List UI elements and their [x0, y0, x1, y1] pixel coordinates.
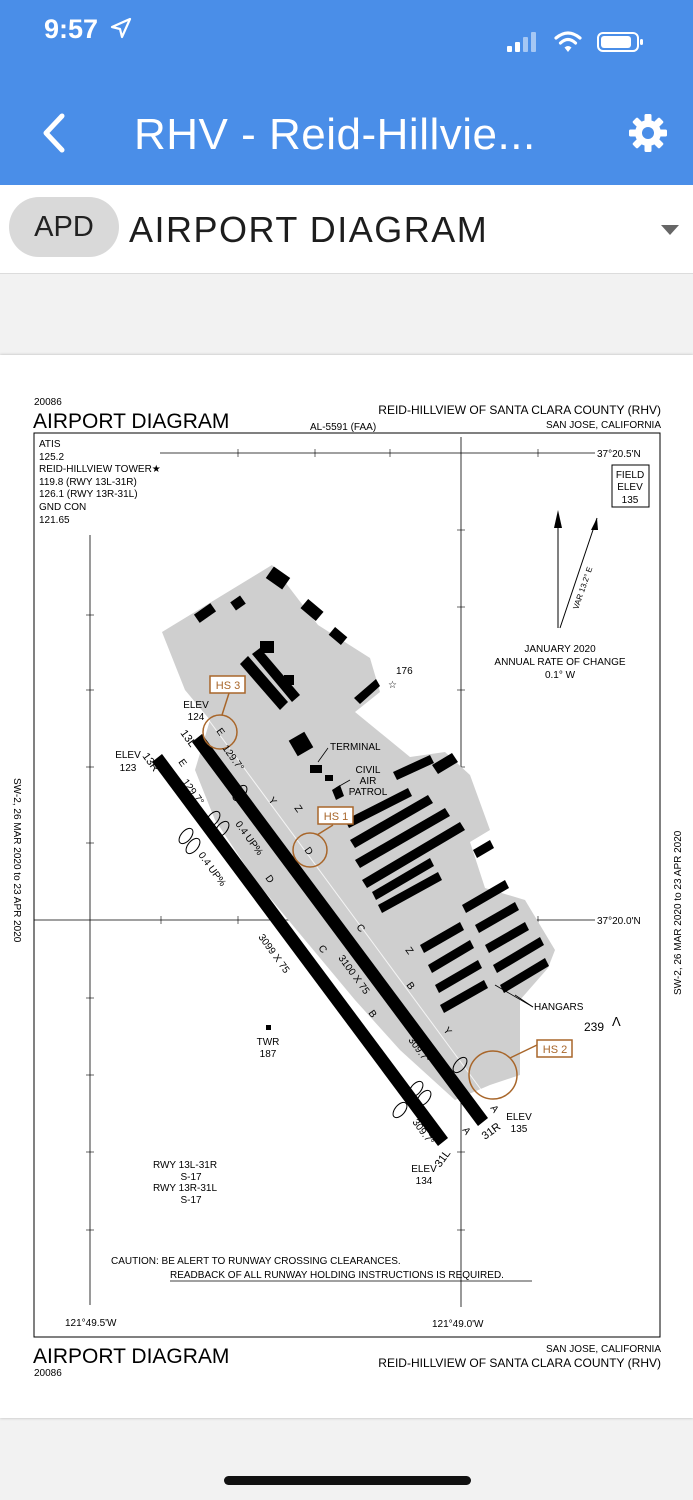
runway-13r-31l: [152, 754, 448, 1146]
caution-line: READBACK OF ALL RUNWAY HOLDING INSTRUCTI…: [170, 1270, 504, 1281]
cap-label: AIR: [360, 776, 377, 787]
beacon-icon: ☆: [388, 680, 397, 691]
freq-line: 126.1 (RWY 13R-31L): [39, 489, 138, 500]
taxiway-letter: A: [460, 1125, 473, 1137]
hs2-label: HS 2: [543, 1044, 567, 1056]
gear-icon[interactable]: [628, 113, 668, 153]
back-icon[interactable]: [36, 108, 76, 158]
location-arrow-icon: [110, 17, 132, 39]
twr-label: TWR: [257, 1037, 280, 1048]
pavement: [162, 565, 555, 1100]
change-line: ANNUAL RATE OF CHANGE: [494, 657, 625, 668]
cap-label: CIVIL: [355, 765, 380, 776]
lat-top: 37°20.5'N: [597, 449, 641, 460]
field-elev-line: ELEV: [617, 482, 643, 493]
chart-selector-title[interactable]: AIRPORT DIAGRAM: [129, 209, 489, 250]
hot-spots: [202, 689, 538, 1100]
cap-label: PATROL: [349, 787, 388, 798]
hotspot-labels: HS 3 HS 1 HS 2: [209, 675, 573, 1058]
city-top: SAN JOSE, CALIFORNIA: [546, 420, 661, 431]
lon-left: 121°49.5'W: [65, 1318, 117, 1329]
lon-right: 121°49.0'W: [432, 1319, 484, 1330]
terminal-label: TERMINAL: [330, 742, 381, 753]
lat-mid: 37°20.0'N: [597, 916, 641, 927]
obstruction-icon: Λ: [612, 1014, 621, 1029]
buildings: [193, 566, 549, 1013]
twr-label: 187: [260, 1049, 277, 1060]
diagram-code-bottom: 20086: [34, 1368, 62, 1379]
wifi-icon: [554, 31, 582, 52]
elev-label: 123: [120, 763, 137, 774]
freq-line: GND CON: [39, 502, 86, 513]
freq-line: 119.8 (RWY 13L-31R): [39, 477, 137, 488]
elev-label: ELEV: [506, 1112, 532, 1123]
hs1-label: HS 1: [324, 811, 348, 823]
change-line: JANUARY 2020: [524, 644, 596, 655]
hangars-label: HANGARS: [534, 1002, 584, 1013]
elev-label: ELEV: [115, 750, 141, 761]
al-number: AL-5591 (FAA): [310, 422, 376, 433]
freq-line: REID-HILLVIEW TOWER★: [39, 464, 161, 475]
taxiway-letter: A: [488, 1103, 501, 1115]
field-elev-line: 135: [622, 495, 639, 506]
airport-diagram[interactable]: 20086 AIRPORT DIAGRAM REID-HILLVIEW OF S…: [0, 355, 693, 1418]
var-label: VAR 13.2° E: [571, 566, 594, 611]
city-bottom: SAN JOSE, CALIFORNIA: [546, 1344, 661, 1355]
tower-icon: [266, 1025, 271, 1030]
home-indicator[interactable]: [224, 1476, 471, 1485]
elev-label: 134: [416, 1176, 433, 1187]
rwy-info: S-17: [180, 1172, 202, 1183]
north-arrow-icon: [554, 510, 598, 629]
runway-13l-31r: [192, 734, 488, 1126]
chart-type-chip[interactable]: APD: [9, 197, 119, 257]
elev-label: 135: [511, 1124, 528, 1135]
taxiway-letter: Z: [403, 945, 415, 956]
side-date-right: SW-2, 26 MAR 2020 to 23 APR 2020: [673, 830, 684, 995]
page-title: RHV - Reid-Hillvie...: [134, 110, 536, 159]
airport-name-bottom: REID-HILLVIEW OF SANTA CLARA COUNTY (RHV…: [378, 1356, 661, 1370]
caution-line: CAUTION: BE ALERT TO RUNWAY CROSSING CLE…: [111, 1256, 401, 1267]
chevron-down-icon[interactable]: [661, 225, 679, 235]
change-line: 0.1° W: [545, 670, 576, 681]
taxiway-letter: E: [176, 757, 189, 769]
elev-label: ELEV: [411, 1164, 437, 1175]
elev-label: 124: [188, 712, 205, 723]
diagram-title-top: AIRPORT DIAGRAM: [33, 410, 229, 433]
diagram-title-bottom: AIRPORT DIAGRAM: [33, 1345, 229, 1368]
rwy-info: RWY 13L-31R: [153, 1160, 217, 1171]
status-icons: [507, 31, 643, 52]
obstruction-elev: 239: [584, 1020, 604, 1034]
rwy-13r: 13R: [140, 751, 162, 774]
status-time: 9:57: [44, 14, 99, 44]
side-date-left: SW-2, 26 MAR 2020 to 23 APR 2020: [11, 778, 22, 943]
field-elev-box: [611, 464, 650, 508]
runways: [152, 734, 488, 1146]
freq-line: 121.65: [39, 515, 70, 526]
battery-icon: [597, 32, 643, 52]
diagram-frame: [33, 432, 661, 1338]
freq-line: ATIS: [39, 439, 61, 450]
signal-icon: [507, 32, 536, 52]
hs3-label: HS 3: [216, 680, 240, 692]
rwy-31r: 31R: [480, 1121, 503, 1143]
diagram-code-top: 20086: [34, 397, 62, 408]
field-elev-line: FIELD: [616, 470, 644, 481]
taxiway-letter: Z: [292, 803, 304, 814]
beacon-elev: 176: [396, 666, 413, 677]
rwy-info: RWY 13R-31L: [153, 1183, 218, 1194]
app-header: 9:57 RHV - Reid-Hillvie...: [0, 0, 693, 185]
hold-marks: [178, 784, 468, 1119]
rwy-13l: 13L: [178, 728, 198, 750]
freq-line: 125.2: [39, 452, 64, 463]
elev-label: ELEV: [183, 700, 209, 711]
rwy-info: S-17: [180, 1195, 202, 1206]
airport-name-top: REID-HILLVIEW OF SANTA CLARA COUNTY (RHV…: [378, 403, 661, 417]
